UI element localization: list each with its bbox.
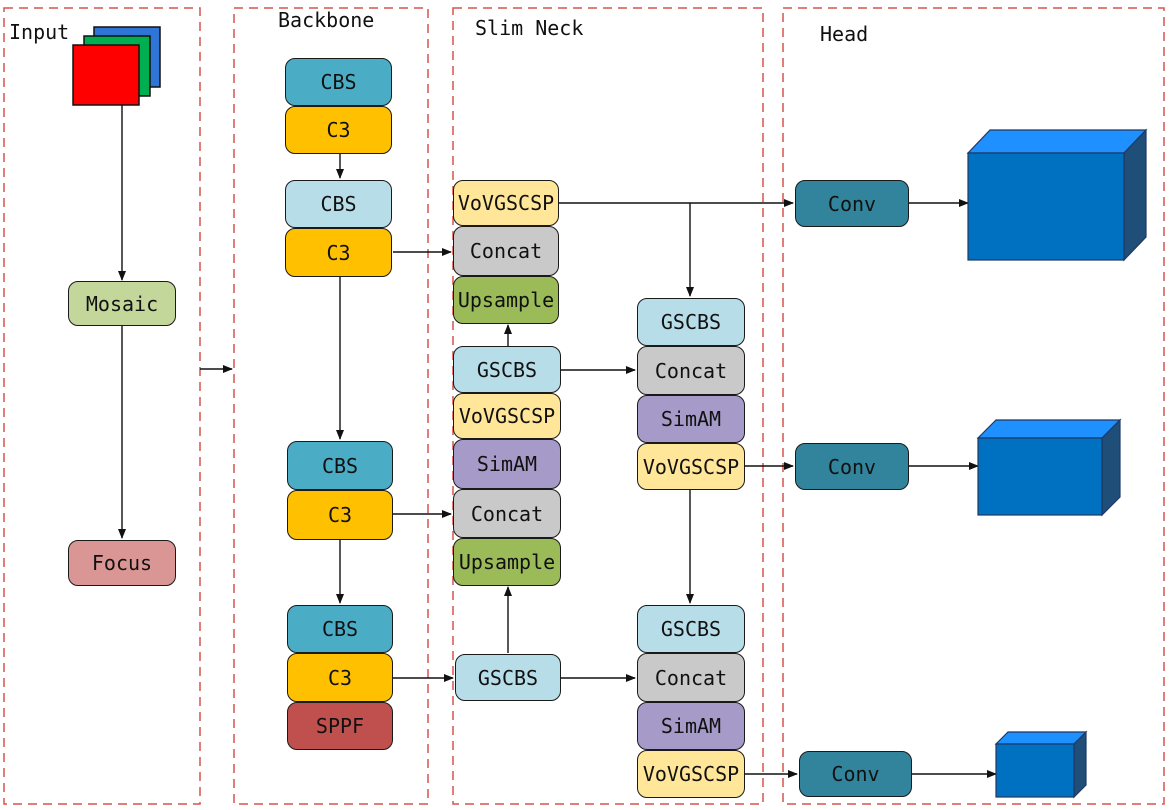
neck-concat-block-4: Concat (637, 653, 745, 702)
neck-simam-block-1: SimAM (453, 439, 561, 489)
head-section-title: Head (820, 22, 869, 46)
input-section-frame (3, 7, 201, 805)
backbone-cbs-block-4: CBS (287, 605, 393, 653)
neck-concat-block-3: Concat (637, 346, 745, 395)
backbone-c3-block-1: C3 (285, 106, 392, 154)
neck-vovgscsp-block-3: VoVGSCSP (637, 443, 745, 490)
neck-vovgscsp-block-4: VoVGSCSP (637, 750, 745, 798)
backbone-section-title: Backbone (278, 8, 375, 32)
neck-gscbs-block-3: GSCBS (637, 298, 745, 346)
neck-upsample-block-2: Upsample (453, 538, 561, 586)
neck-section-frame (452, 7, 764, 805)
neck-section-title: Slim Neck (475, 16, 584, 40)
neck-simam-block-2: SimAM (637, 395, 745, 443)
backbone-section-frame (233, 7, 429, 805)
backbone-c3-block-3: C3 (287, 490, 393, 540)
head-conv-block-2: Conv (795, 443, 909, 490)
backbone-c3-block-2: C3 (285, 228, 392, 277)
mosaic-block: Mosaic (68, 281, 176, 326)
output-cube-large-icon (966, 128, 1148, 262)
neck-gscbs-block-1: GSCBS (453, 346, 561, 393)
head-conv-block-3: Conv (799, 751, 912, 797)
output-cube-small-icon (994, 730, 1088, 799)
output-cube-medium-icon (976, 418, 1122, 517)
neck-vovgscsp-block-1: VoVGSCSP (453, 180, 559, 226)
head-conv-block-1: Conv (795, 180, 909, 227)
head-section-frame (782, 7, 1165, 805)
backbone-cbs-block-1: CBS (285, 58, 392, 106)
neck-gscbs-block-2: GSCBS (455, 654, 561, 701)
neck-gscbs-block-4: GSCBS (637, 605, 745, 653)
neck-upsample-block-1: Upsample (453, 276, 559, 324)
input-section-title: Input (9, 20, 70, 44)
neck-vovgscsp-block-2: VoVGSCSP (453, 393, 561, 439)
backbone-cbs-block-2: CBS (285, 180, 392, 228)
focus-block: Focus (68, 540, 176, 586)
backbone-c3-block-4: C3 (287, 653, 393, 702)
neck-concat-block-2: Concat (453, 489, 561, 538)
neck-concat-block-1: Concat (453, 226, 559, 276)
input-image-stack-icon (72, 26, 161, 106)
backbone-cbs-block-3: CBS (287, 441, 393, 490)
neck-simam-block-3: SimAM (637, 702, 745, 750)
backbone-sppf-block: SPPF (287, 702, 393, 750)
